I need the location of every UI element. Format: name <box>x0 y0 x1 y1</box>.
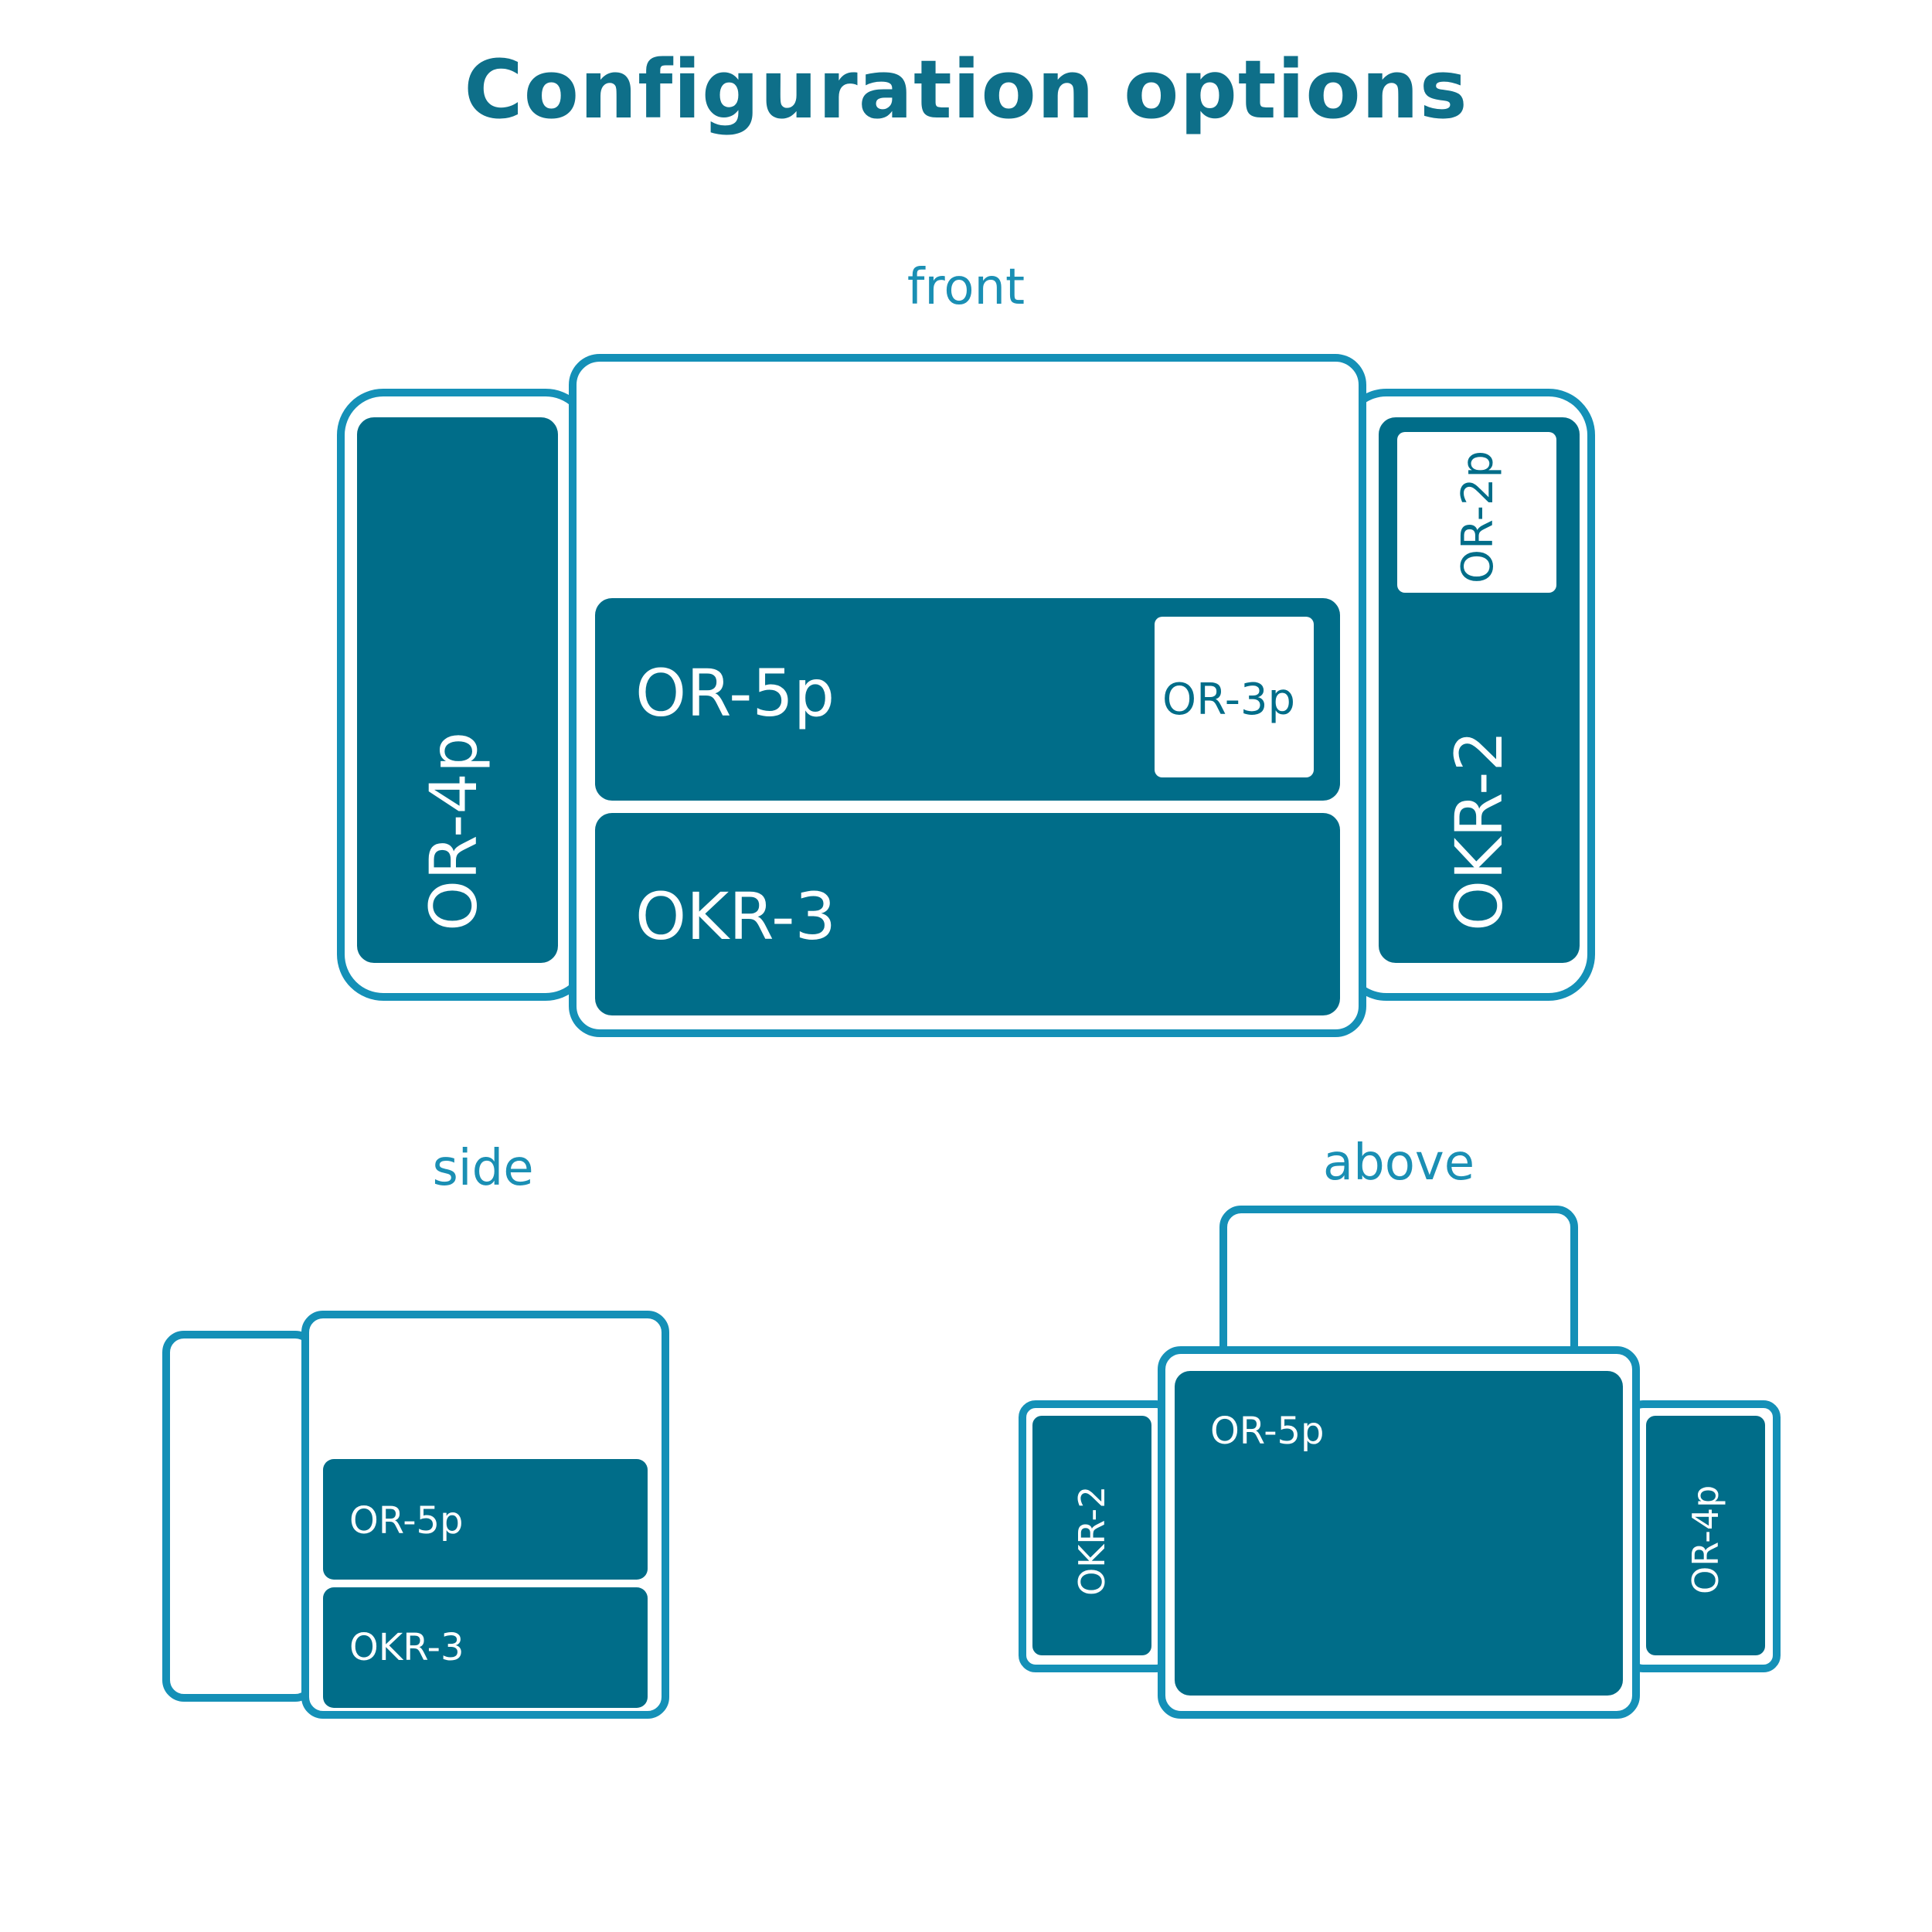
front-module-okr-3 <box>595 813 1340 1015</box>
front-module-or-4p <box>357 417 558 963</box>
side-module-or-5p <box>323 1459 648 1580</box>
front-module-or-5p-label: OR-5p <box>635 655 835 731</box>
above-module-or-5p <box>1175 1371 1623 1696</box>
side-module-okr-3-label: OKR-3 <box>349 1626 464 1669</box>
above-module-or-4p-label: OR-4p <box>1685 1485 1726 1594</box>
above-module-okr-2 <box>1032 1416 1151 1655</box>
front-module-okr-2-label: OKR-2 <box>1441 730 1517 931</box>
side-module-or-5p-label: OR-5p <box>349 1499 464 1543</box>
above-view-label: above <box>1322 1134 1475 1192</box>
front-module-okr-3-label: OKR-3 <box>635 879 836 954</box>
side-module-okr-3 <box>323 1587 648 1708</box>
front-module-or-3p-label: OR-3p <box>1162 675 1296 725</box>
front-module-or-3p-insert <box>1155 617 1314 777</box>
front-module-or-2p-label: OR-2p <box>1453 450 1503 583</box>
side-view-label: side <box>432 1140 534 1197</box>
front-view-label: front <box>906 259 1026 316</box>
front-module-or-4p-label: OR-4p <box>416 731 492 931</box>
above-top-housing <box>1219 1206 1578 1372</box>
side-back-housing <box>162 1331 317 1702</box>
front-module-or-2p-insert <box>1397 432 1556 593</box>
above-module-okr-2-label: OKR-2 <box>1071 1485 1113 1596</box>
above-module-or-4p <box>1646 1416 1765 1655</box>
page-title: Configuration options <box>464 43 1468 137</box>
above-module-or-5p-label: OR-5p <box>1210 1410 1325 1453</box>
